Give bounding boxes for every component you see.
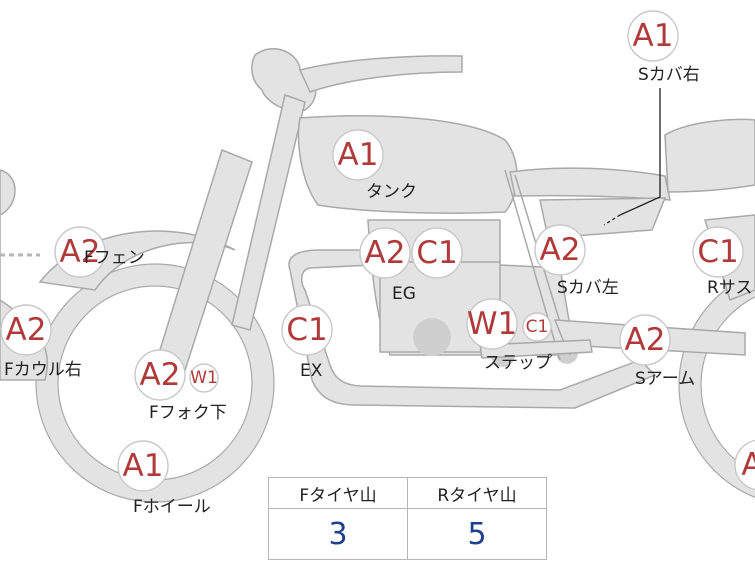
part-label: Fフォク下 [149,403,227,423]
rear-wheel [679,272,755,498]
part-label: Fカウル右 [4,360,82,380]
marker-f-fender: A2 Fフェン [54,226,145,278]
grade-badge: A1 [123,448,164,484]
rear-tread-value: 5 [407,508,547,560]
grade-badge: A2 [540,232,581,268]
grade-badge: A [741,447,755,483]
footstep [479,339,593,359]
part-label: Sアーム [635,369,695,389]
front-wheel [36,264,274,502]
part-label: Sカバ右 [638,65,700,85]
grade-badge: A2 [6,312,47,348]
seat [509,167,671,201]
s-cover-right-leader [619,88,661,216]
grade-badge: A1 [633,18,674,54]
part-label: ステップ [484,353,552,373]
marker-r-wheel: A [734,439,755,491]
marker-s-cover-right-top: A1 Sカバ右 [627,10,700,85]
grade-badge: C1 [416,235,457,271]
marker-step-w1: W1 [466,298,518,350]
marker-step-c1: C1 ステップ [484,312,552,373]
marker-tank: A1 タンク [332,129,417,202]
tread-depth-table: Fタイヤ山 Rタイヤ山 3 5 [268,477,547,560]
grade-badge: A2 [365,235,406,271]
grade-badge: A2 [140,357,181,393]
front-tread-value: 3 [268,508,408,560]
marker-f-wheel: A1 Fホイール [117,440,211,517]
grade-badge: C1 [697,234,738,270]
grade-badge: A2 [60,234,101,270]
part-label: EG [392,284,416,304]
marker-r-sus: C1 Rサス [692,226,752,298]
part-label: EX [300,361,323,381]
rear-cowl [664,118,755,193]
handlebar [298,55,463,93]
headlight [251,48,317,112]
marker-f-fork-w1: W1 Fフォク下 [149,363,227,423]
exhaust-pipe [288,249,657,409]
part-label: Sカバ左 [557,278,619,298]
grade-badge: A2 [625,322,666,358]
marker-s-cover-left: A2 Sカバ左 [534,224,619,298]
part-label: Fフェン [84,248,145,268]
marker-engine-c1: C1 EG [392,227,463,304]
grade-badge: C1 [286,312,327,348]
frame-front [231,94,306,331]
rear-tread-header: Rタイヤ山 [407,477,547,509]
marker-exhaust: C1 EX [281,304,333,381]
marker-f-fork-a2: A2 [134,349,186,401]
part-label: Fホイール [133,497,211,517]
part-label: Rサス [707,278,752,298]
front-tread-header: Fタイヤ山 [268,477,408,509]
grade-badge: C1 [526,317,549,337]
marker-f-cowl-right: A2 Fカウル右 [0,304,82,380]
grade-badge: W1 [467,306,517,342]
grade-badge: A1 [338,137,379,173]
part-label: タンク [366,182,417,202]
grade-badge: W1 [190,368,218,388]
marker-engine-a2: A2 [359,227,411,279]
marker-s-arm: A2 Sアーム [619,314,695,389]
